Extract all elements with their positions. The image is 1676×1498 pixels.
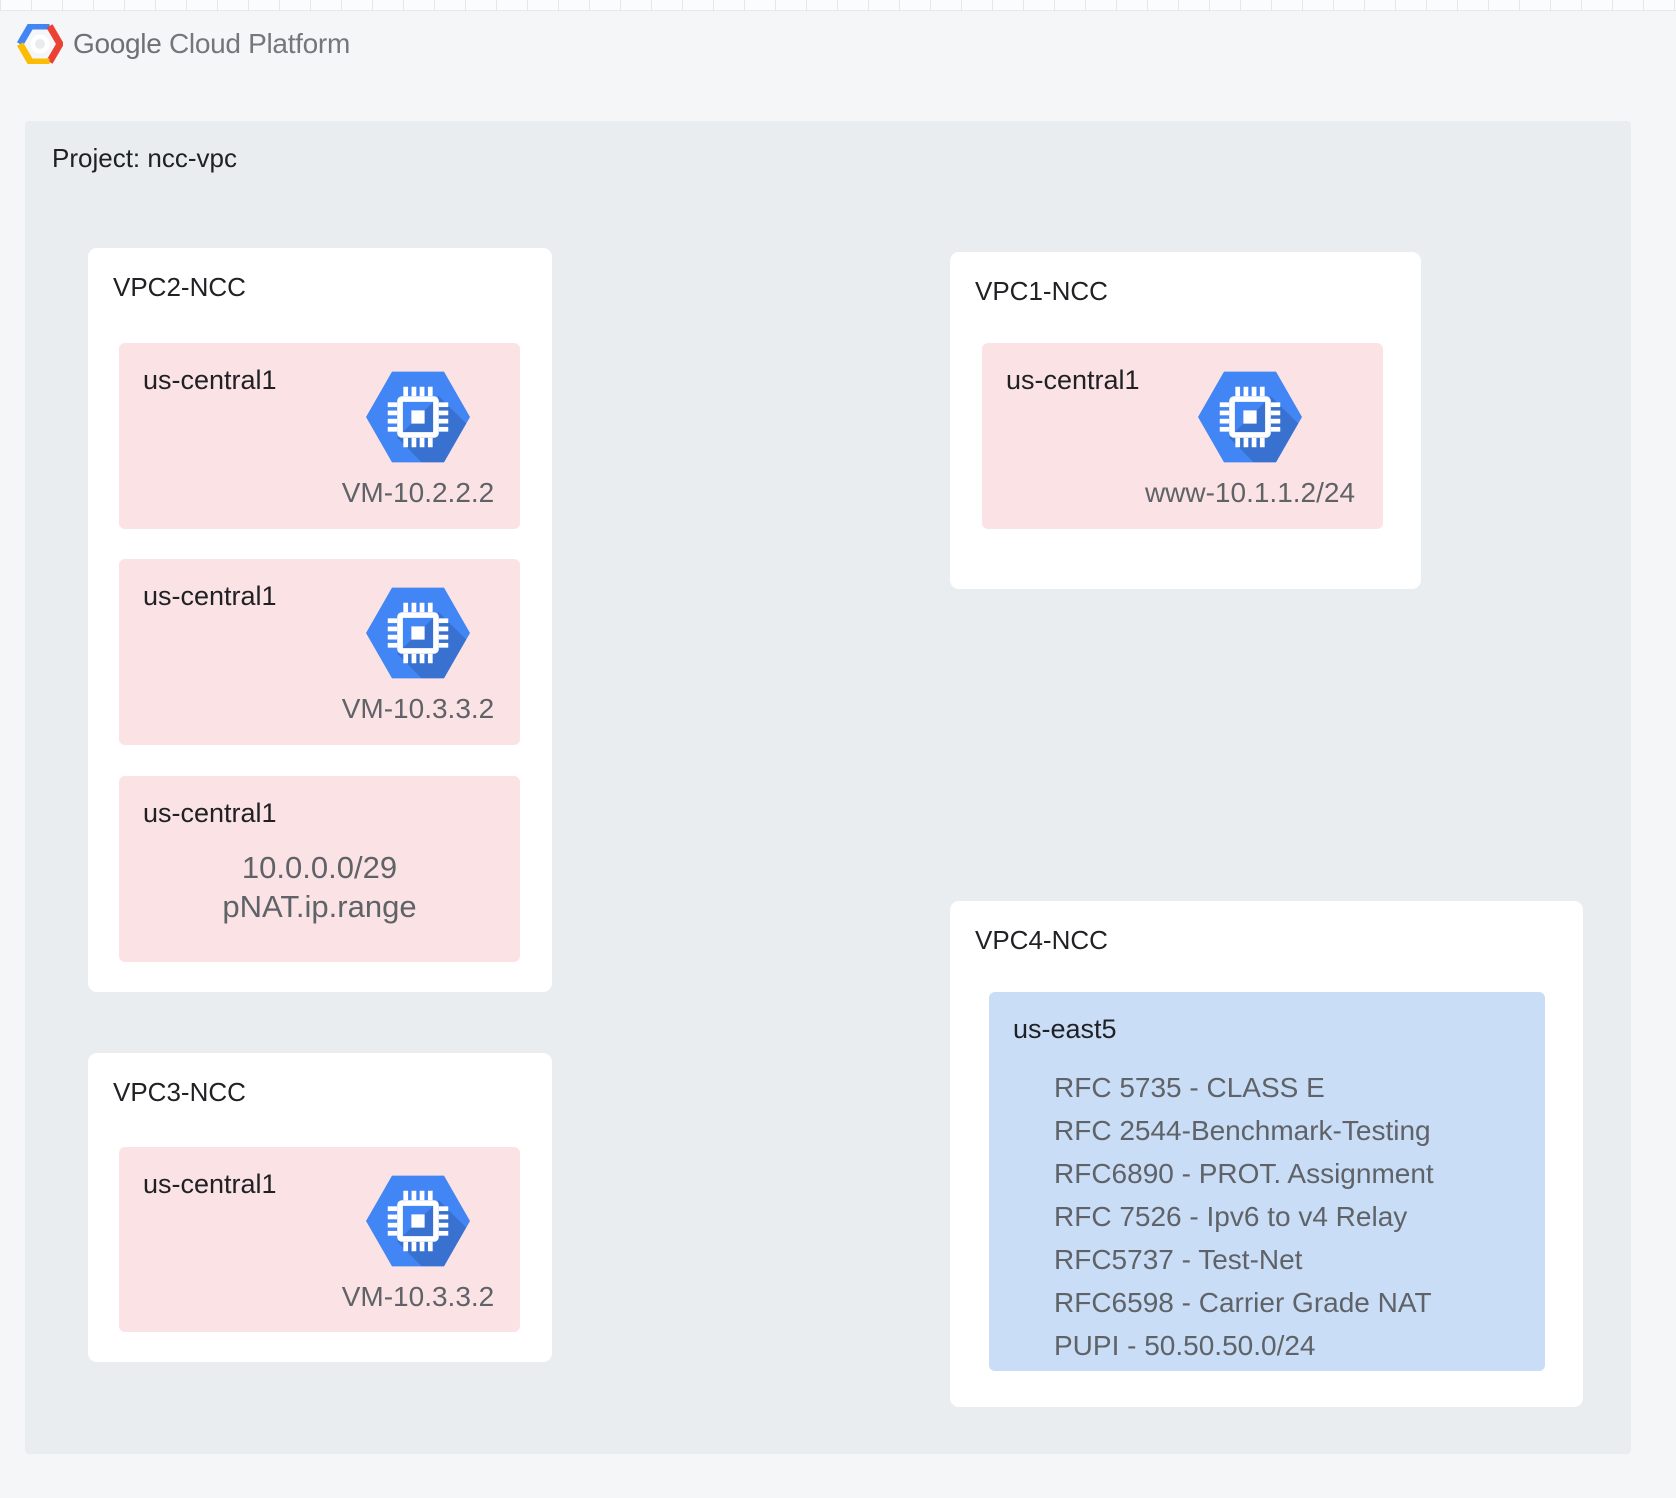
vpc3-subnet-1: us-central1 VM-10.3.3.2 <box>119 1147 520 1332</box>
rfc-item: RFC6890 - PROT. Assignment <box>1054 1158 1434 1189</box>
vpc-card-vpc4: VPC4-NCC us-east5 RFC 5735 - CLASS E RFC… <box>950 901 1583 1407</box>
compute-engine-icon <box>366 587 470 679</box>
vm-caption: VM-10.3.3.2 <box>341 693 495 724</box>
rfc-item: RFC 2544-Benchmark-Testing <box>1054 1115 1431 1146</box>
rfc-item: RFC 5735 - CLASS E <box>1054 1072 1325 1103</box>
vpc2-subnet-2: us-central1 VM-10.3.3.2 <box>119 559 520 745</box>
vpc2-title: VPC2-NCC <box>113 272 246 302</box>
rfc-item: RFC6598 - Carrier Grade NAT <box>1054 1287 1432 1318</box>
logo-brand: Google <box>73 28 162 59</box>
compute-engine-icon <box>366 371 470 463</box>
project-title: Project: ncc-vpc <box>52 143 237 173</box>
vpc4-subnet-us-east5: us-east5 RFC 5735 - CLASS E RFC 2544-Ben… <box>989 992 1545 1371</box>
grid-ruler <box>0 0 1676 11</box>
vpc-card-vpc1: VPC1-NCC us-central1 www-10.1.1.2/24 <box>950 252 1421 589</box>
vm-caption: VM-10.3.3.2 <box>341 1281 495 1312</box>
vm-block: VM-10.3.3.2 <box>288 587 548 725</box>
subnet-region-label: us-central1 <box>143 581 277 611</box>
pnat-label: pNAT.ip.range <box>222 889 417 924</box>
compute-engine-icon <box>366 1175 470 1267</box>
gcp-logo-text: Google Cloud Platform <box>73 28 350 60</box>
vpc3-title: VPC3-NCC <box>113 1077 246 1107</box>
pnat-ip-range: 10.0.0.0/29 pNAT.ip.range <box>119 848 520 926</box>
vm-block: VM-10.2.2.2 <box>288 371 548 509</box>
vm-block: VM-10.3.3.2 <box>288 1175 548 1313</box>
project-container: Project: ncc-vpc VPC2-NCC us-central1 VM… <box>25 121 1631 1454</box>
gcp-logo: Google Cloud Platform <box>17 24 350 64</box>
vpc2-subnet-1: us-central1 VM-10.2.2.2 <box>119 343 520 529</box>
subnet-region-label: us-east5 <box>1013 1014 1117 1044</box>
vpc-card-vpc3: VPC3-NCC us-central1 VM-10.3.3.2 <box>88 1053 552 1362</box>
vm-caption: www-10.1.1.2/24 <box>1144 477 1356 508</box>
vpc4-title: VPC4-NCC <box>975 925 1108 955</box>
subnet-region-label: us-central1 <box>1006 365 1140 395</box>
subnet-region-label: us-central1 <box>143 1169 277 1199</box>
logo-product: Cloud Platform <box>168 28 350 59</box>
rfc-item: RFC 7526 - Ipv6 to v4 Relay <box>1054 1201 1408 1232</box>
pnat-cidr: 10.0.0.0/29 <box>241 850 398 885</box>
vpc-card-vpc2: VPC2-NCC us-central1 VM-10.2.2.2 us-cent… <box>88 248 552 992</box>
subnet-region-label: us-central1 <box>143 365 277 395</box>
rfc-item: PUPI - 50.50.50.0/24 <box>1054 1330 1316 1361</box>
vm-block: www-10.1.1.2/24 <box>1120 371 1380 509</box>
vpc1-subnet-1: us-central1 www-10.1.1.2/24 <box>982 343 1383 529</box>
compute-engine-icon <box>1198 371 1302 463</box>
rfc-range-list: RFC 5735 - CLASS E RFC 2544-Benchmark-Te… <box>1054 1066 1434 1367</box>
vpc2-subnet-3-pnat: us-central1 10.0.0.0/29 pNAT.ip.range <box>119 776 520 962</box>
gcp-hexagon-logo-icon <box>17 24 63 64</box>
vpc1-title: VPC1-NCC <box>975 276 1108 306</box>
rfc-item: RFC5737 - Test-Net <box>1054 1244 1303 1275</box>
subnet-region-label: us-central1 <box>143 798 277 828</box>
vm-caption: VM-10.2.2.2 <box>341 477 495 508</box>
